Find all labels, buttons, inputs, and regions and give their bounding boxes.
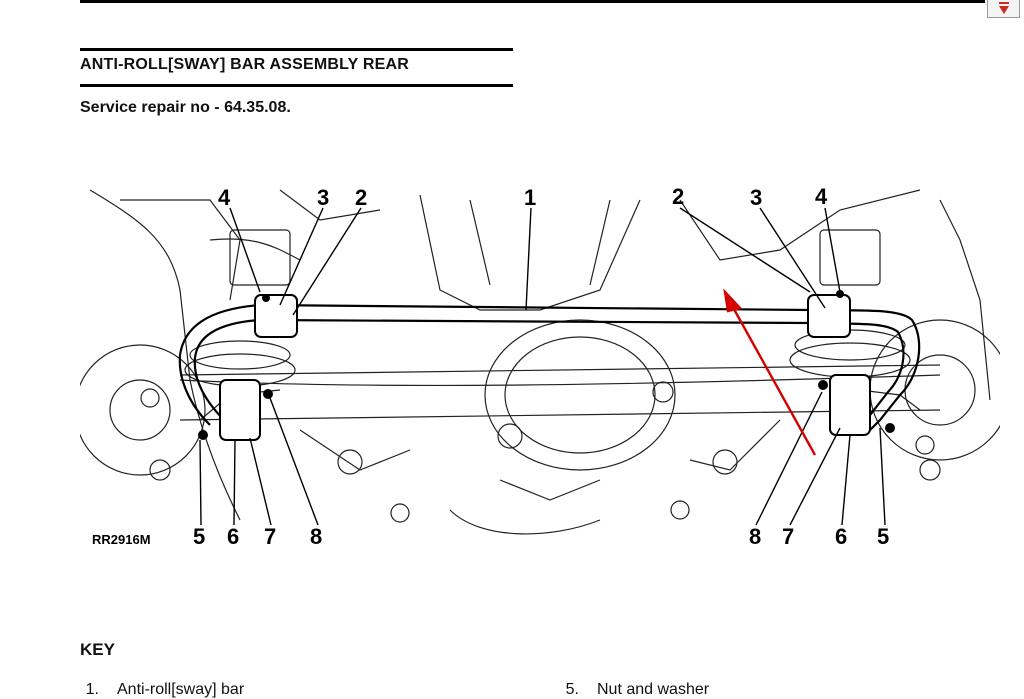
callout-5-right: 5 xyxy=(877,524,889,549)
callout-5-left: 5 xyxy=(193,524,205,549)
callout-7-left: 7 xyxy=(264,524,276,549)
key-item-label: Nut and washer xyxy=(597,681,710,698)
key-item-label: Anti-roll[sway] bar xyxy=(117,681,245,698)
callout-8-right: 8 xyxy=(749,524,761,549)
callout-8-left: 8 xyxy=(310,524,322,549)
callout-2-right: 2 xyxy=(672,184,684,209)
key-item-number: 5. xyxy=(565,681,579,698)
callout-6-left: 6 xyxy=(227,524,239,549)
callout-2-left: 2 xyxy=(355,185,367,210)
arrow-down-icon xyxy=(998,1,1009,14)
key-item-number: 1. xyxy=(85,681,99,698)
page-title: ANTI-ROLL[SWAY] BAR ASSEMBLY REAR xyxy=(80,56,409,73)
callout-6-right: 6 xyxy=(835,524,847,549)
title-rule-bottom xyxy=(80,84,513,87)
service-repair-number: Service repair no - 64.35.08. xyxy=(80,99,291,116)
callout-1: 1 xyxy=(524,185,536,210)
key-item-5: 5. Nut and washer xyxy=(555,681,709,699)
anti-roll-bar-diagram: 4 3 2 1 2 3 4 5 6 7 8 8 7 6 5 RR2916M xyxy=(80,184,1000,549)
top-rule xyxy=(80,0,985,3)
callout-4-left: 4 xyxy=(218,185,231,210)
callout-3-right: 3 xyxy=(750,185,762,210)
title-rule-top xyxy=(80,48,513,51)
key-heading: KEY xyxy=(80,640,115,659)
figure-reference: RR2916M xyxy=(92,532,151,547)
callout-4-right: 4 xyxy=(815,184,828,209)
key-item-1: 1. Anti-roll[sway] bar xyxy=(75,681,245,699)
scroll-down-button[interactable] xyxy=(987,0,1020,18)
callout-7-right: 7 xyxy=(782,524,794,549)
callout-3-left: 3 xyxy=(317,185,329,210)
